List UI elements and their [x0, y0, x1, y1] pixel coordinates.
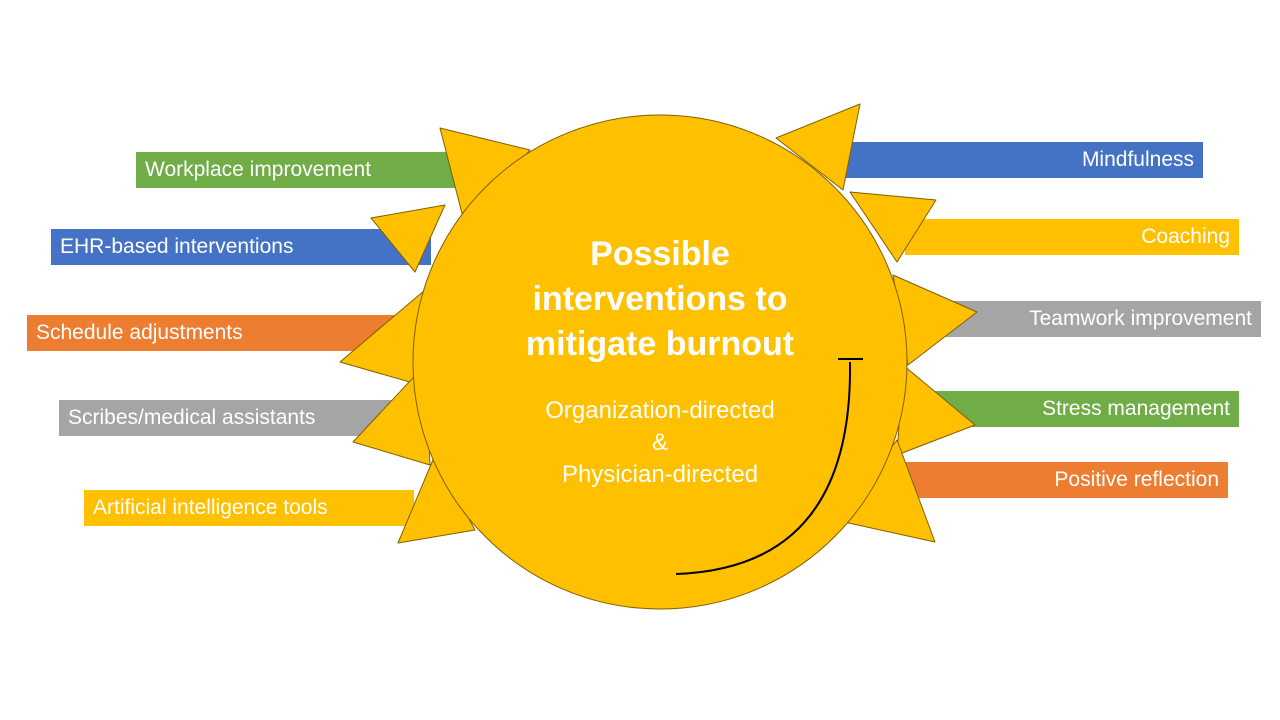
center-subtitle: Organization-directed & Physician-direct…: [480, 395, 840, 491]
title-line: Possible: [590, 235, 730, 273]
bar-scribes-medical-assistants: Scribes/medical assistants: [59, 400, 419, 436]
title-line: mitigate burnout: [525, 325, 795, 363]
sun-ray: [896, 364, 976, 456]
subtitle-physician-directed: Physician-directed: [561, 461, 759, 488]
sun-ray: [775, 103, 861, 191]
bar-artificial-intelligence-tools: Artificial intelligence tools: [84, 490, 414, 526]
sun-ray: [370, 204, 446, 273]
center-title: Possible interventions to mitigate burno…: [480, 232, 840, 367]
sun-rays: [339, 103, 978, 544]
sun-ray: [339, 289, 426, 386]
sun-disc: [412, 114, 908, 610]
subtitle-organization-directed: Organization-directed: [545, 397, 775, 424]
title-line: interventions to: [532, 280, 788, 318]
bar-workplace-improvement: Workplace improvement: [136, 152, 466, 188]
sun-ray: [849, 191, 937, 263]
subtitle-ampersand: &: [651, 429, 668, 456]
bar-mindfulness: Mindfulness: [835, 142, 1203, 178]
bar-ehr-based-interventions: EHR-based interventions: [51, 229, 431, 265]
curved-arrow: [675, 361, 852, 575]
bar-positive-reflection: Positive reflection: [895, 462, 1228, 498]
bar-schedule-adjustments: Schedule adjustments: [27, 315, 407, 351]
bar-coaching: Coaching: [905, 219, 1239, 255]
